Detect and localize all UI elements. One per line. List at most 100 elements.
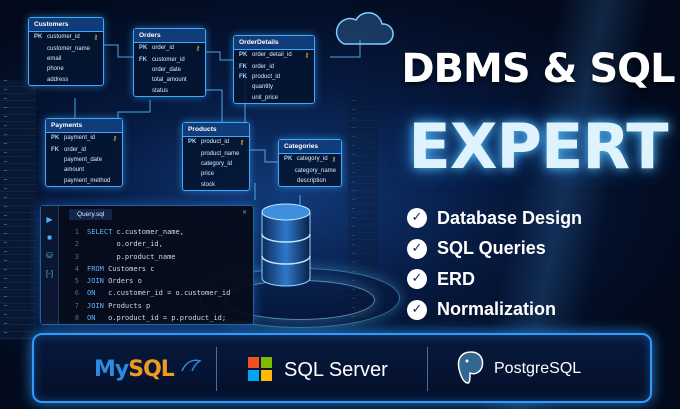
column-name: order_detail_id <box>252 52 292 59</box>
postgresql-logo-text: PostgreSQL <box>494 360 582 377</box>
feature-list: ✓Database Design ✓SQL Queries ✓ERD ✓Norm… <box>407 203 582 325</box>
line-number: 7 <box>74 301 79 310</box>
database-small-icon[interactable]: ⛁ <box>46 251 53 260</box>
column-name: quantity <box>252 84 274 91</box>
key-label <box>51 157 64 163</box>
key-label <box>188 161 201 167</box>
database-icon <box>261 203 311 287</box>
windows-icon <box>248 357 272 381</box>
column-name: product_id <box>252 73 281 80</box>
column-name: payment_method <box>64 177 111 184</box>
key-label: FK <box>51 146 59 153</box>
check-icon: ✓ <box>407 269 427 290</box>
column-name: payment_date <box>64 156 103 163</box>
bracket-icon[interactable]: [-] <box>45 269 54 278</box>
table-title: Orders <box>134 29 205 43</box>
key-label <box>34 66 47 72</box>
key-label <box>34 77 47 83</box>
key-label <box>51 178 64 184</box>
table-orderdetails: OrderDetails PK order_detail_id ⚷ FK order_… <box>233 35 315 104</box>
table-title: Payments <box>46 119 122 133</box>
column-name: category_id <box>296 156 328 163</box>
key-label: PK <box>34 34 43 41</box>
key-label <box>239 95 252 101</box>
editor-tab[interactable]: Query.sql <box>69 209 113 220</box>
cloud-icon <box>335 12 394 45</box>
column-name: order_id <box>152 45 175 52</box>
key-label <box>139 88 152 94</box>
code-line: 2 o.order_id, <box>61 238 230 250</box>
code-text: p.product_name <box>87 252 176 261</box>
feature-label: Normalization <box>437 299 557 320</box>
feature-item: ✓ ERD <box>407 264 582 295</box>
sql-keyword: ON <box>87 289 96 298</box>
code-text: Customers c <box>103 264 155 273</box>
key-icon: ⚷ <box>195 46 200 53</box>
technology-logo-bar: MySQL SQL Server PostgreSQL <box>32 333 652 403</box>
line-number: 4 <box>74 264 79 273</box>
column-name: stock <box>201 181 216 188</box>
feature-item: ✓ Normalization <box>407 295 582 326</box>
check-icon: ✓ <box>407 299 427 320</box>
key-label: PK <box>51 135 60 142</box>
editor-sidebar: ▶ ■ ⛁ [-] <box>41 206 59 324</box>
table-title: OrderDetails <box>234 36 314 50</box>
column-name: total_amount <box>152 77 187 84</box>
run-icon[interactable]: ▶ <box>46 215 53 224</box>
logo-divider <box>216 347 217 391</box>
sqlserver-logo-text: SQL Server <box>284 359 388 381</box>
column-name: customer_id <box>152 56 185 63</box>
column-name: price <box>201 171 215 178</box>
key-label <box>284 168 295 174</box>
table-title: Products <box>183 123 249 137</box>
mysql-logo-text: My <box>94 357 129 382</box>
column-name: order_id <box>252 63 275 70</box>
column-name: customer_id <box>47 34 80 41</box>
sql-keyword: JOIN <box>87 277 104 286</box>
key-label <box>188 182 201 188</box>
column-name: unit_price <box>252 94 279 101</box>
key-icon: ⚷ <box>112 136 117 143</box>
close-icon[interactable]: ✕ <box>241 210 247 216</box>
column-name: order_date <box>152 66 182 73</box>
column-name: payment_id <box>64 135 96 142</box>
key-label <box>284 178 297 184</box>
column-name: phone <box>47 66 64 73</box>
column-name: product_id <box>201 139 230 146</box>
mysql-logo: MySQL <box>94 357 203 382</box>
feature-label: SQL Queries <box>437 238 546 259</box>
key-label <box>34 56 47 62</box>
column-name: email <box>47 55 62 62</box>
key-label: PK <box>139 45 148 52</box>
line-number: 5 <box>74 277 79 286</box>
feature-item: ✓Database Design <box>407 203 582 234</box>
stop-icon[interactable]: ■ <box>47 233 52 242</box>
code-text: Products p <box>103 301 151 310</box>
table-title: Customers <box>29 18 103 32</box>
key-icon: ⚷ <box>239 140 244 147</box>
key-label <box>188 151 201 157</box>
key-label: FK <box>239 73 247 80</box>
key-label: PK <box>284 156 293 163</box>
code-text: o.product_id = p.product_id; <box>95 314 227 323</box>
feature-label: ERD <box>437 268 476 289</box>
key-icon: ⚷ <box>331 157 336 164</box>
key-label: PK <box>239 52 248 59</box>
column-name: category_id <box>201 160 233 167</box>
column-name: category_name <box>294 167 336 174</box>
feature-label: Database Design <box>437 207 583 228</box>
sql-keyword: FROM <box>87 264 104 273</box>
sql-keyword: ON <box>87 314 96 323</box>
dolphin-icon <box>181 359 203 372</box>
key-icon: ⚷ <box>304 53 309 60</box>
headline-title: DBMS & SQL <box>401 46 675 92</box>
line-number: 1 <box>74 228 79 236</box>
